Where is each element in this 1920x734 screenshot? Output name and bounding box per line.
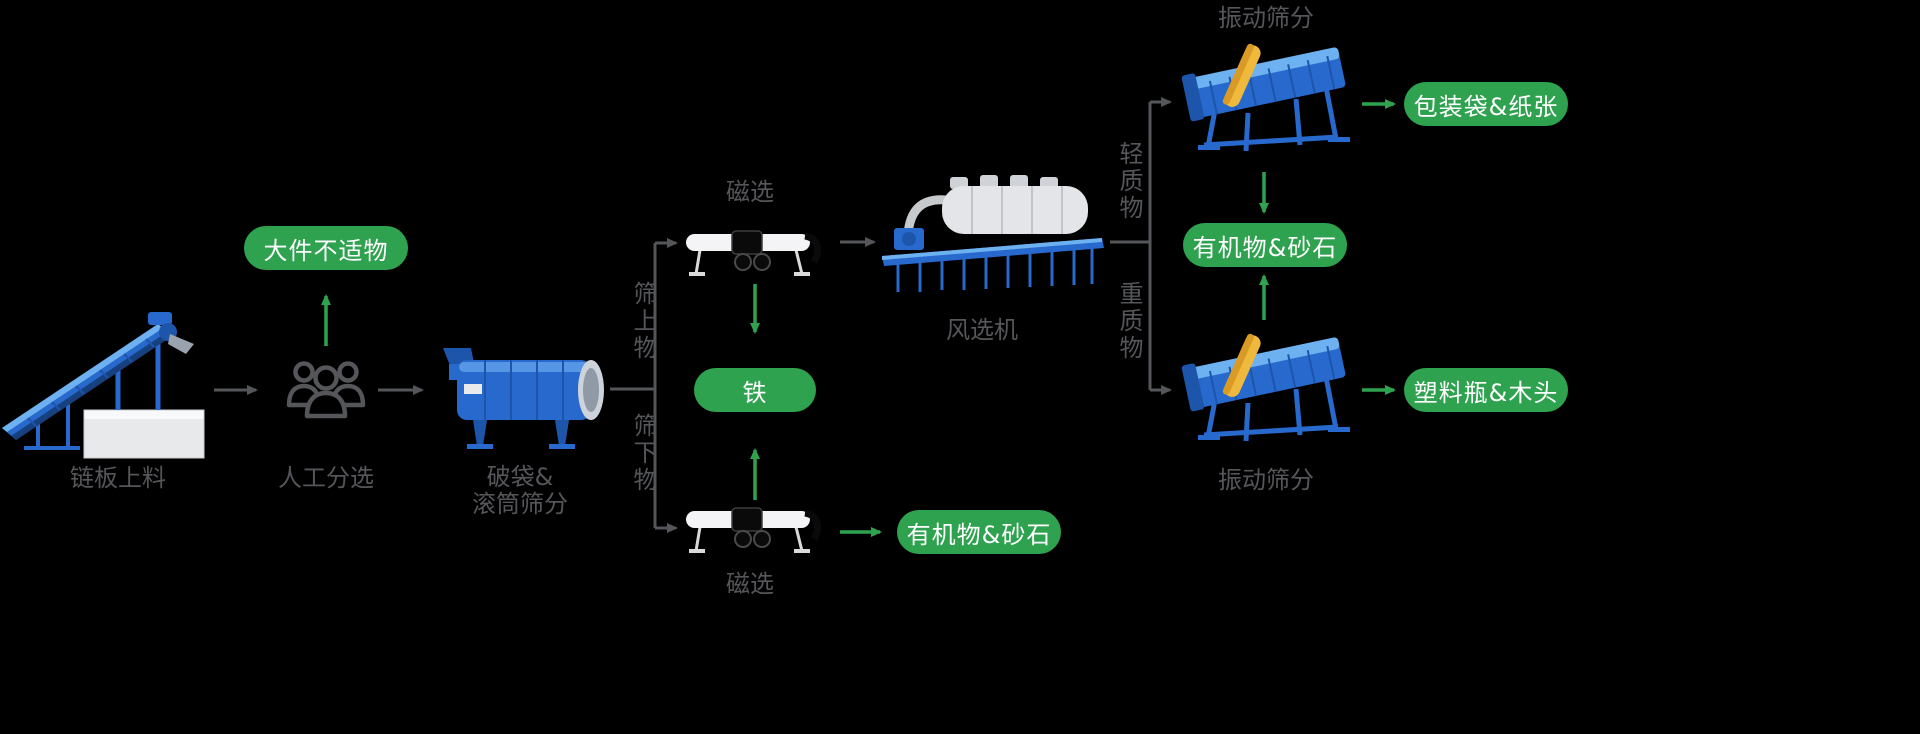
- output-plastic-wood-pill: 塑料瓶&木头: [1404, 368, 1568, 412]
- drum-label-line2: 滚筒筛分: [472, 490, 568, 518]
- output-bulky-pill: 大件不适物: [244, 226, 408, 270]
- output-bags-paper-pill: 包装袋&纸张: [1404, 82, 1568, 126]
- manual-sort-label: 人工分选: [278, 464, 374, 492]
- magnetic-separator-top-illustration: [686, 230, 821, 276]
- oversize-branch-label: 筛上物: [629, 281, 657, 362]
- drum-label-line1: 破袋&: [486, 463, 554, 491]
- vibrating-bottom-label: 振动筛分: [1218, 466, 1314, 494]
- output-organics-mid-pill: 有机物&砂石: [1183, 223, 1347, 267]
- feeder-label: 链板上料: [70, 464, 166, 492]
- vibrating-screen-top-illustration: [1181, 43, 1350, 152]
- chain-feeder-illustration: [2, 312, 205, 459]
- magnetic-separator-bottom-illustration: [686, 507, 821, 553]
- air-separator-illustration: [882, 175, 1104, 292]
- undersize-branch-label: 筛下物: [629, 413, 657, 494]
- vibrating-screen-bottom-illustration: [1181, 333, 1350, 442]
- magnet-bottom-label: 磁选: [726, 570, 774, 598]
- drum-screen-illustration: [443, 348, 604, 449]
- drum-label: 破袋& 滚筒筛分: [440, 464, 600, 518]
- heavy-fraction-label: 重质物: [1115, 281, 1143, 362]
- light-fraction-label: 轻质物: [1115, 141, 1143, 222]
- manual-sorting-people-icon: [286, 361, 366, 419]
- vibrating-top-label: 振动筛分: [1218, 4, 1314, 32]
- output-organics-bottom-pill: 有机物&砂石: [897, 510, 1061, 554]
- air-separator-label: 风选机: [946, 316, 1018, 344]
- magnet-top-label: 磁选: [726, 178, 774, 206]
- output-iron-pill: 铁: [694, 368, 816, 412]
